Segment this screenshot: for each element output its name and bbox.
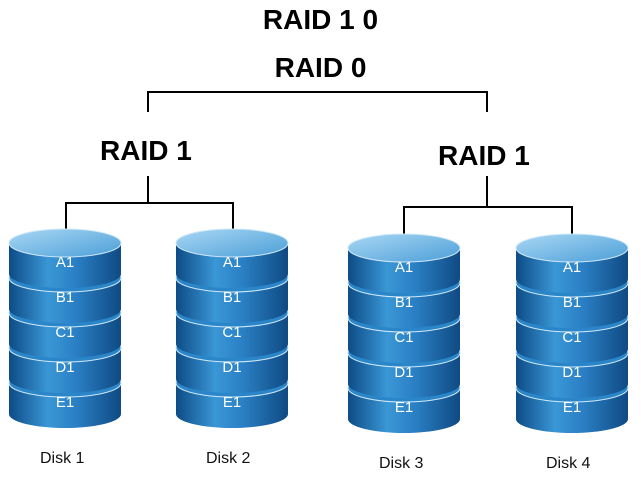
block-label: C1	[394, 329, 413, 346]
diagram-title: RAID 1 0	[262, 4, 379, 35]
block-label: B1	[395, 294, 413, 311]
block-label: C1	[222, 324, 241, 341]
disk-platter: A1	[8, 228, 122, 288]
block-label: B1	[563, 294, 581, 311]
block-label: E1	[223, 394, 241, 411]
disk-stack: E1 D1 C1 B1 A1	[175, 228, 289, 428]
raid1-left-bracket	[65, 202, 234, 244]
connector-lines	[65, 91, 573, 249]
disk-stack: E1 D1 C1 B1 A1	[515, 233, 629, 433]
block-label: B1	[223, 289, 241, 306]
disk-label: Disk 2	[206, 450, 251, 467]
block-label: E1	[563, 399, 581, 416]
raid1-left-label: RAID 1	[100, 135, 192, 166]
block-label: C1	[562, 329, 581, 346]
block-label: D1	[55, 359, 74, 376]
raid1-right-label: RAID 1	[438, 140, 530, 171]
block-label: B1	[56, 289, 74, 306]
block-label: D1	[562, 364, 581, 381]
block-label: C1	[55, 324, 74, 341]
disk-stack: E1 D1 C1 B1 A1	[8, 228, 122, 428]
block-label: A1	[223, 254, 241, 271]
disk-platter: A1	[175, 228, 289, 288]
raid0-bracket	[147, 91, 488, 112]
block-label: D1	[394, 364, 413, 381]
raid1-right-bracket	[403, 206, 573, 249]
block-label: A1	[563, 259, 581, 276]
disk-stack: E1 D1 C1 B1 A1	[347, 233, 461, 433]
raid0-label: RAID 0	[274, 52, 367, 83]
disk-platter: A1	[515, 233, 629, 293]
block-label: A1	[56, 254, 74, 271]
block-label: E1	[56, 394, 74, 411]
block-label: E1	[395, 399, 413, 416]
block-label: D1	[222, 359, 241, 376]
disk-platter: A1	[347, 233, 461, 293]
block-label: A1	[395, 259, 413, 276]
disk-label: Disk 3	[379, 455, 424, 472]
disk-label: Disk 4	[546, 455, 591, 472]
disk-label: Disk 1	[40, 450, 85, 467]
